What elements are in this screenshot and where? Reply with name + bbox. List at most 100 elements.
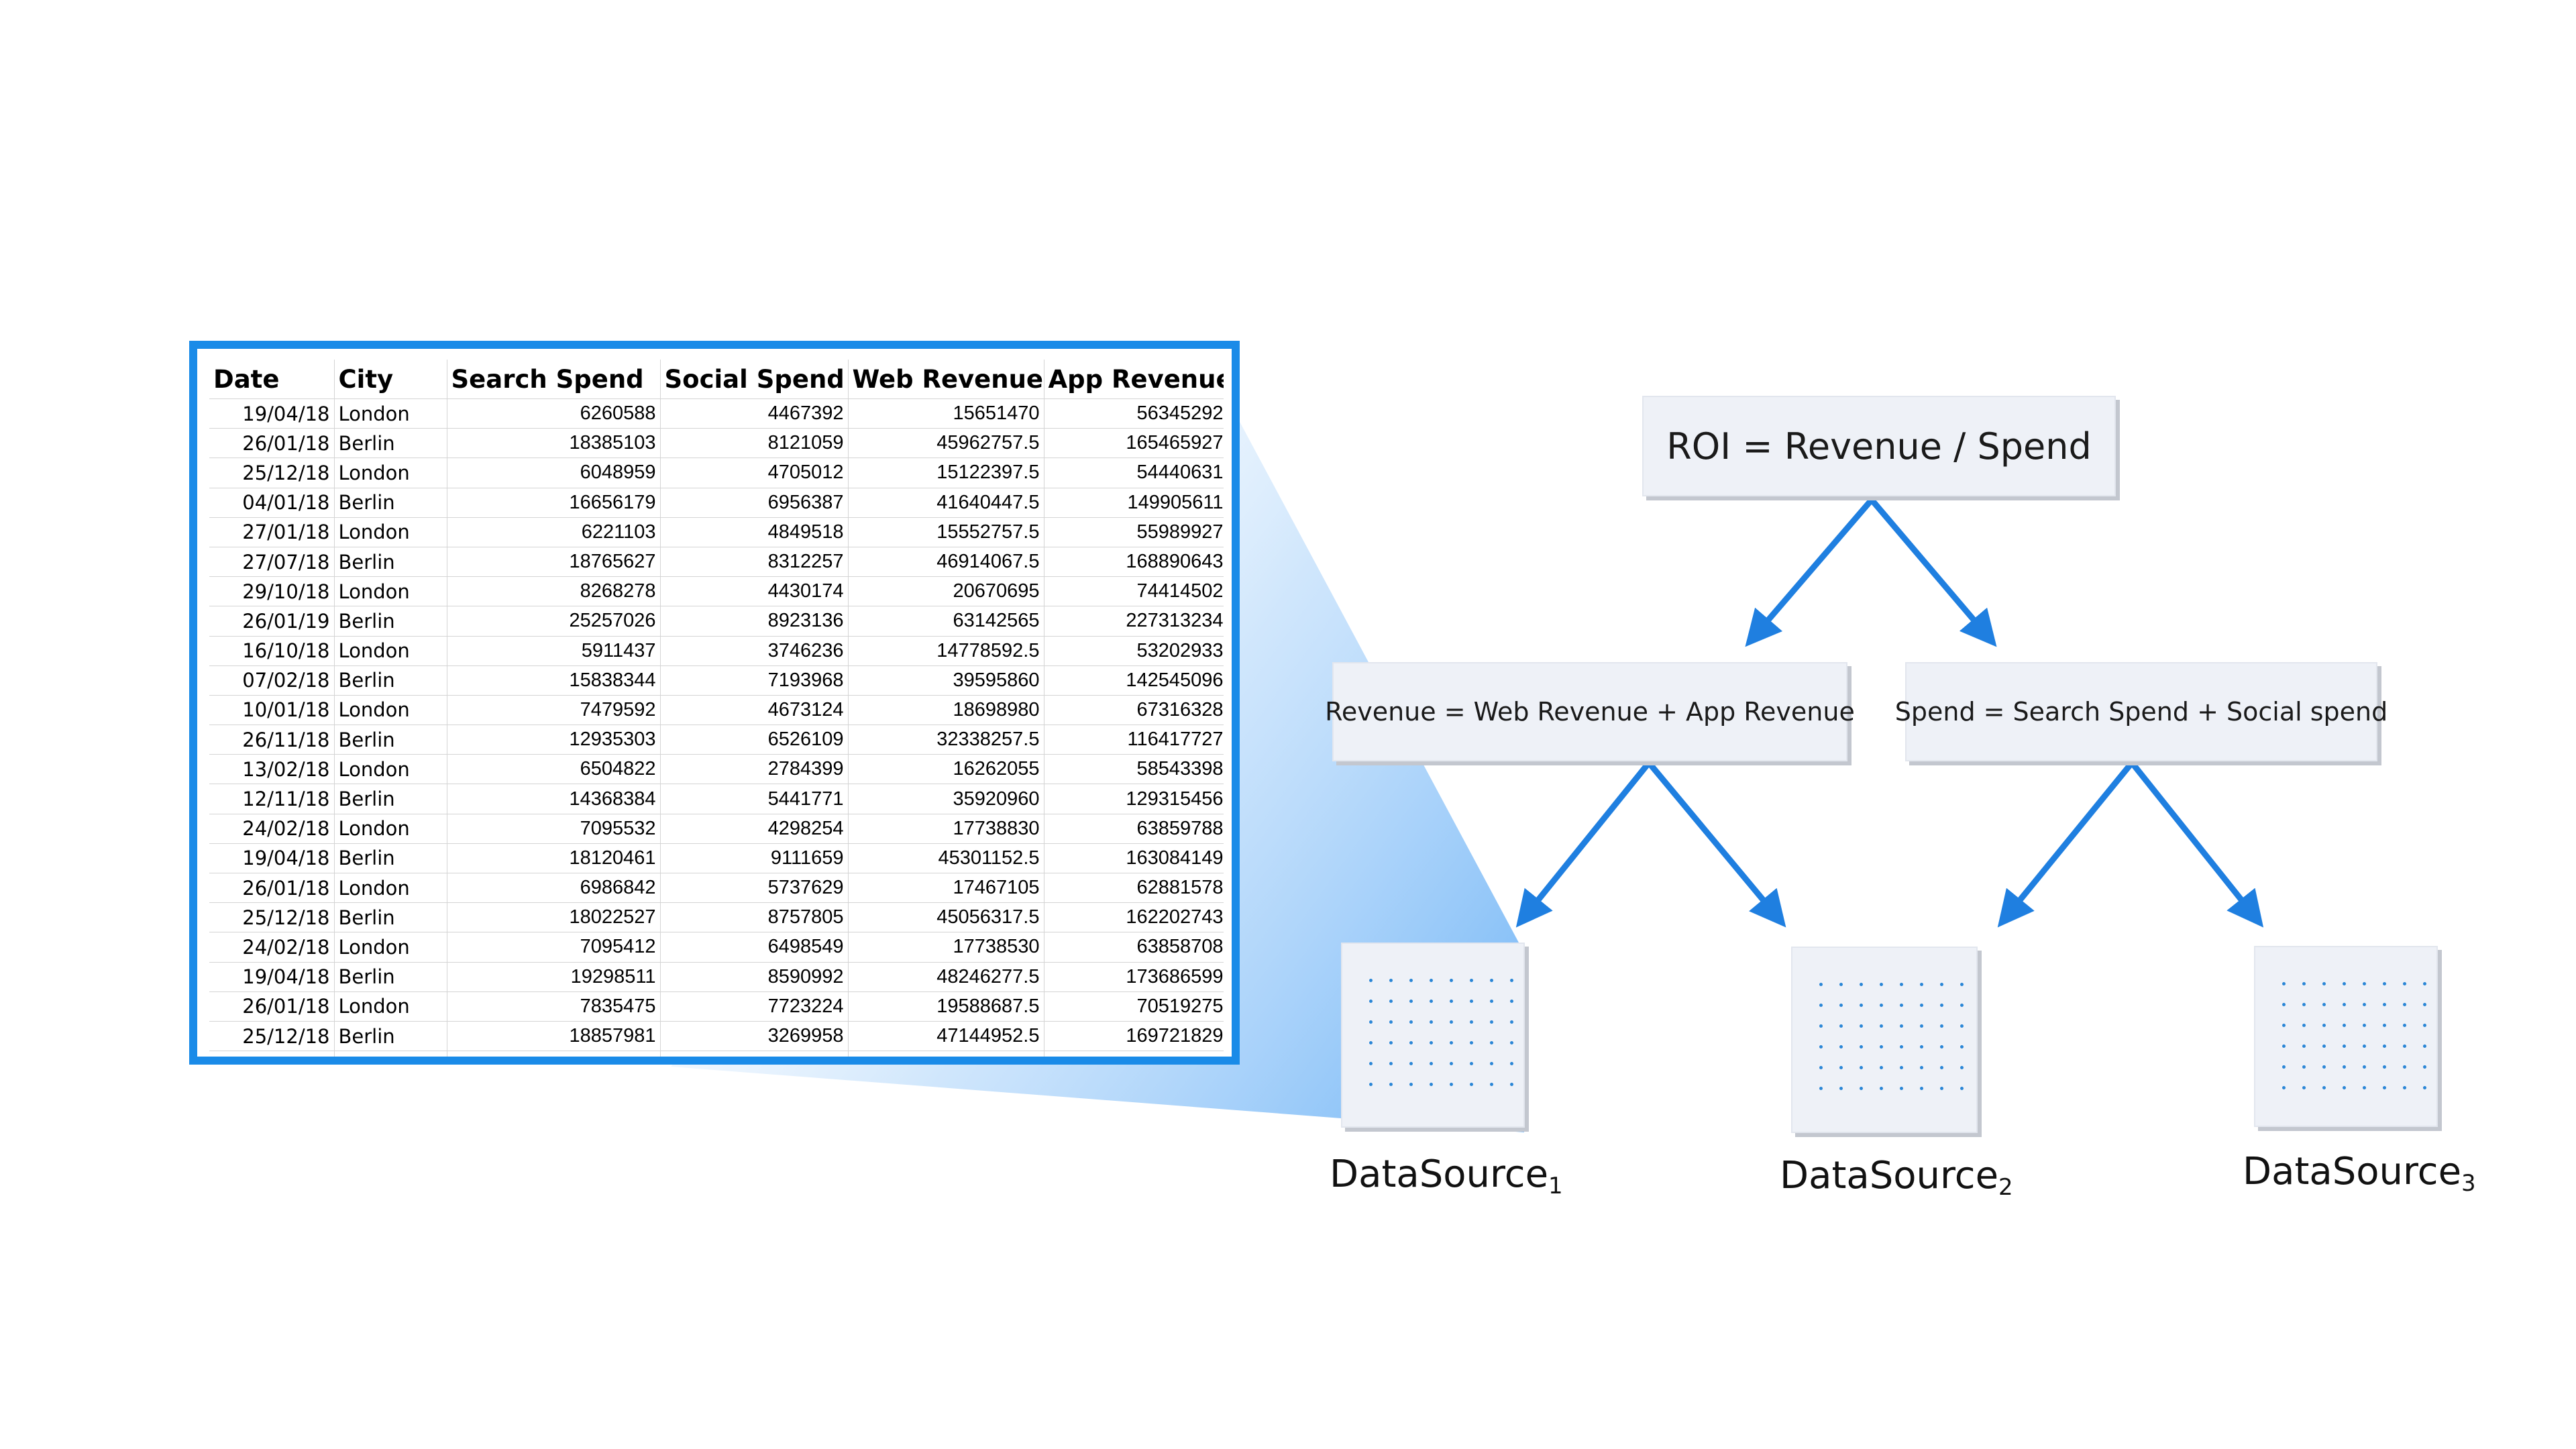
roi-formula-box: ROI = Revenue / Spend xyxy=(1642,396,2116,496)
cell-city: Berlin xyxy=(334,665,447,696)
grid-dot xyxy=(2363,1003,2366,1006)
grid-dot xyxy=(1880,1024,1883,1028)
cell-web-revenue: 18698980 xyxy=(848,695,1044,726)
datasource-2-label: DataSource2 xyxy=(1780,1154,2013,1201)
grid-dot xyxy=(1819,1066,1823,1069)
cell-social-spend: 8986047 xyxy=(660,1051,849,1057)
cell-social-spend: 7193968 xyxy=(660,665,849,696)
cell-search-spend: 6260588 xyxy=(447,398,661,429)
cell-web-revenue: 19680537.5 xyxy=(848,1051,1044,1057)
cell-web-revenue: 45962757.5 xyxy=(848,428,1044,459)
grid-dot xyxy=(1819,1045,1823,1049)
cell-date: 26/01/18 xyxy=(209,428,335,459)
grid-dot xyxy=(1880,1066,1883,1069)
cell-date: 27/07/18 xyxy=(209,547,335,578)
cell-city: London xyxy=(334,398,447,429)
grid-dot xyxy=(2343,1086,2346,1089)
cell-social-spend: 8312257 xyxy=(660,547,849,578)
cell-city: Berlin xyxy=(334,902,447,933)
cell-social-spend: 6498549 xyxy=(660,932,849,963)
column-header-app-revenue: App Revenue xyxy=(1044,360,1224,399)
cell-city: Berlin xyxy=(334,1021,447,1052)
spend-formula-text: Spend = Search Spend + Social spend xyxy=(1894,697,2388,727)
cell-app-revenue: 56345292 xyxy=(1044,398,1224,429)
grid-dot xyxy=(2282,1086,2286,1089)
cell-social-spend: 2784399 xyxy=(660,754,849,785)
cell-web-revenue: 17738530 xyxy=(848,932,1044,963)
grid-dot xyxy=(1409,1062,1413,1065)
grid-dot xyxy=(1900,1004,1903,1007)
cell-web-revenue: 47144952.5 xyxy=(848,1021,1044,1052)
cell-social-spend: 8590992 xyxy=(660,962,849,992)
grid-dot xyxy=(1839,1087,1843,1090)
cell-social-spend: 7723224 xyxy=(660,991,849,1022)
grid-dot xyxy=(2383,1086,2386,1089)
cell-app-revenue: 163084149 xyxy=(1044,843,1224,874)
cell-city: London xyxy=(334,932,447,963)
arrow-revenue-to-ds1 xyxy=(1515,759,1652,928)
grid-dot xyxy=(2343,1024,2346,1027)
column-header-search-spend: Search Spend xyxy=(447,360,661,399)
cell-date: 19/04/18 xyxy=(209,843,335,874)
grid-dot xyxy=(1900,1045,1903,1049)
spend-formula-box: Spend = Search Spend + Social spend xyxy=(1895,662,2387,761)
grid-dot xyxy=(2423,982,2426,985)
grid-dot xyxy=(1839,983,1843,986)
grid-dot xyxy=(1819,983,1823,986)
cell-city: London xyxy=(334,1051,447,1057)
grid-dot xyxy=(2423,1024,2426,1027)
grid-dot xyxy=(2363,1044,2366,1048)
cell-app-revenue: 55989927 xyxy=(1044,517,1224,547)
grid-dot xyxy=(2322,1003,2326,1006)
cell-app-revenue: 165465927 xyxy=(1044,428,1224,459)
cell-search-spend: 6504822 xyxy=(447,754,661,785)
cell-web-revenue: 41640447.5 xyxy=(848,488,1044,518)
cell-city: Berlin xyxy=(334,606,447,637)
grid-dot xyxy=(1940,983,1943,986)
cell-app-revenue: 63859788 xyxy=(1044,814,1224,844)
grid-dot xyxy=(1450,1062,1453,1065)
cell-social-spend: 3746236 xyxy=(660,636,849,666)
grid-dot xyxy=(1510,979,1513,982)
grid-dot xyxy=(1960,1066,1964,1069)
cell-web-revenue: 46914067.5 xyxy=(848,547,1044,578)
grid-dot xyxy=(1470,979,1473,982)
datasource-index: 2 xyxy=(1998,1174,2013,1201)
grid-dot xyxy=(1900,983,1903,986)
cell-date: 19/04/18 xyxy=(209,962,335,992)
grid-dot xyxy=(1920,1045,1923,1049)
cell-city: London xyxy=(334,458,447,488)
cell-app-revenue: 129315456 xyxy=(1044,784,1224,814)
arrow-revenue-to-ds2 xyxy=(1646,759,1786,928)
grid-dot xyxy=(1920,983,1923,986)
cell-social-spend: 5737629 xyxy=(660,873,849,904)
revenue-formula-text: Revenue = Web Revenue + App Revenue xyxy=(1325,697,1855,727)
cell-app-revenue: 142545096 xyxy=(1044,665,1224,696)
tree-arrows xyxy=(1515,496,2264,928)
cell-web-revenue: 17738830 xyxy=(848,814,1044,844)
grid-dot xyxy=(1819,1024,1823,1028)
column-header-social-spend: Social Spend xyxy=(660,360,849,399)
grid-dot xyxy=(2302,1065,2306,1069)
cell-app-revenue: 162202743 xyxy=(1044,902,1224,933)
grid-dot xyxy=(1819,1087,1823,1090)
grid-dot xyxy=(1369,1041,1373,1044)
cell-search-spend: 5911437 xyxy=(447,636,661,666)
cell-social-spend: 8923136 xyxy=(660,606,849,637)
dot-grid xyxy=(1819,983,1980,1108)
grid-dot xyxy=(1369,1083,1373,1086)
cell-web-revenue: 39595860 xyxy=(848,665,1044,696)
grid-dot xyxy=(1920,1066,1923,1069)
grid-dot xyxy=(1389,979,1393,982)
grid-dot xyxy=(1470,1083,1473,1086)
grid-dot xyxy=(2403,1024,2406,1027)
grid-dot xyxy=(2423,1003,2426,1006)
grid-dot xyxy=(2363,1024,2366,1027)
